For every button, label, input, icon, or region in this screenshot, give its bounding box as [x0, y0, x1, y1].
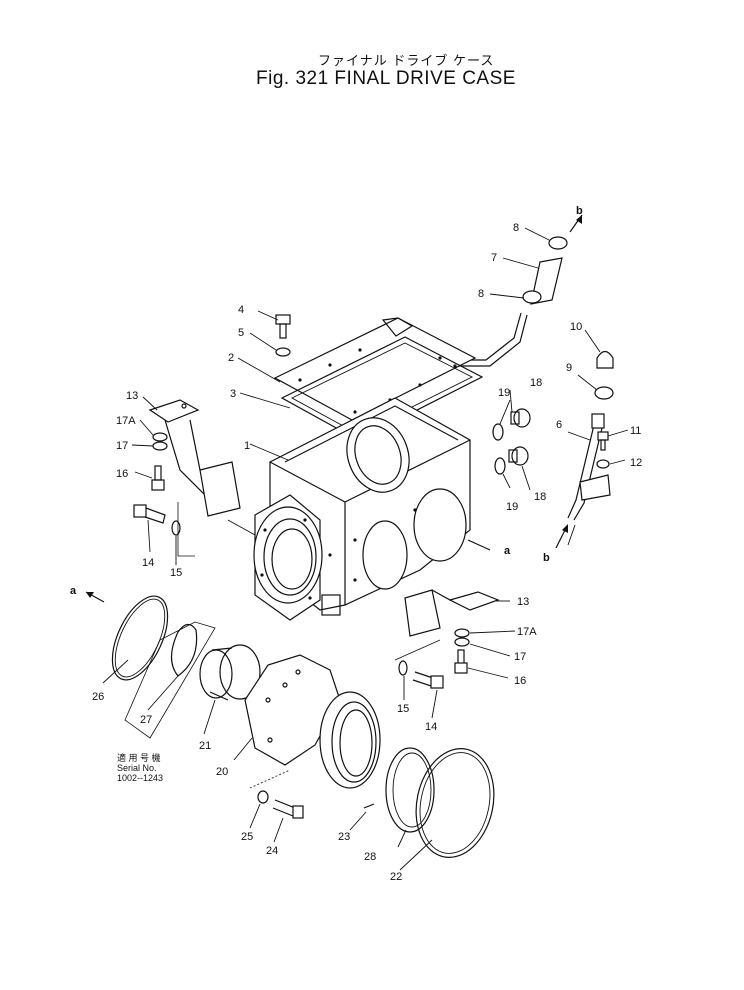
label-27: 27	[140, 714, 152, 726]
label-3: 3	[230, 388, 236, 400]
label-13-right: 13	[517, 596, 529, 608]
washer-17-left	[152, 441, 168, 451]
label-19-lower: 19	[506, 501, 518, 513]
label-26: 26	[92, 691, 104, 703]
label-11: 11	[630, 425, 641, 437]
label-18-upper: 18	[530, 377, 542, 389]
label-23: 23	[338, 831, 350, 843]
label-14-left: 14	[142, 557, 154, 569]
ref-label-a-left: a	[70, 585, 77, 597]
top-cover-2	[273, 317, 477, 421]
label-20: 20	[216, 766, 228, 778]
pipe-6	[567, 413, 611, 521]
bracket-13-right	[404, 589, 500, 637]
bushing-21	[199, 644, 261, 701]
case-right-bore	[413, 488, 467, 562]
washer-17A-left	[152, 432, 168, 442]
washer-5	[275, 347, 291, 357]
serial-note-jp: 適 用 号 機	[117, 752, 161, 763]
label-16-right: 16	[514, 675, 526, 687]
serial-note-range: 1002--1243	[117, 773, 163, 783]
bolt-16-left	[151, 465, 165, 491]
label-9: 9	[566, 362, 572, 374]
gasket-22	[415, 748, 495, 858]
final-drive-case-1	[253, 397, 471, 621]
label-18-lower: 18	[534, 491, 546, 503]
breather-10	[596, 350, 614, 369]
label-14-right: 14	[425, 721, 437, 733]
label-6: 6	[556, 419, 562, 431]
o-ring-26	[111, 595, 169, 681]
label-22: 22	[390, 871, 402, 883]
figure-title: Fig. 321 FINAL DRIVE CASE	[256, 68, 516, 89]
plug-18-upper	[510, 408, 531, 428]
part-labels: 1 2 3 4 5 6 7 8 8 9 10 11 12 13 13 14 14…	[70, 205, 642, 883]
washer-25	[257, 790, 269, 804]
label-8-lower: 8	[478, 288, 484, 300]
label-1: 1	[244, 440, 250, 452]
housing-20	[244, 654, 381, 789]
pin-23	[363, 803, 375, 809]
o-ring-19-upper	[492, 423, 504, 441]
washer-9	[594, 386, 614, 400]
leader-lines	[102, 227, 629, 871]
case-center-bore	[362, 520, 408, 590]
label-25: 25	[241, 831, 253, 843]
reference-arrows	[85, 214, 583, 603]
label-21: 21	[199, 740, 211, 752]
o-ring-19-lower	[494, 457, 506, 475]
bolt-4	[275, 314, 291, 339]
label-24: 24	[266, 845, 278, 857]
washer-15-right	[398, 660, 408, 676]
bolt-24	[272, 799, 304, 819]
ref-label-a-right: a	[504, 545, 511, 557]
label-28: 28	[364, 851, 376, 863]
label-16-left: 16	[116, 468, 128, 480]
gasket-3	[280, 336, 484, 441]
seal-28	[385, 747, 435, 833]
label-17-right: 17	[514, 651, 526, 663]
ref-label-b-bottom: b	[543, 552, 550, 564]
label-2: 2	[228, 352, 234, 364]
label-13-left: 13	[126, 390, 138, 402]
label-7: 7	[491, 252, 497, 264]
washer-17-right	[454, 637, 470, 647]
bracket-13-left	[148, 399, 241, 517]
label-15-right: 15	[397, 703, 409, 715]
washer-17A-right	[454, 628, 470, 638]
label-17-left: 17	[116, 440, 128, 452]
clamp-8-lower	[522, 290, 542, 304]
label-10: 10	[570, 321, 582, 333]
label-12: 12	[630, 457, 642, 469]
label-4: 4	[238, 304, 244, 316]
hose-7	[530, 257, 563, 305]
bolt-14-left	[133, 504, 166, 524]
case-top-bore	[346, 417, 410, 493]
label-19-upper: 19	[498, 387, 510, 399]
label-15-left: 15	[170, 567, 182, 579]
label-17A-left: 17A	[116, 415, 136, 427]
bolt-16-right	[454, 649, 468, 674]
bolt-14-right	[412, 671, 444, 689]
label-8-upper: 8	[513, 222, 519, 234]
clamp-8-upper	[548, 236, 568, 250]
plug-18-lower	[508, 446, 529, 466]
washer-12	[596, 459, 610, 469]
bolt-11	[597, 431, 609, 451]
washer-15-left	[171, 520, 181, 536]
ref-label-b-top: b	[576, 205, 583, 217]
snap-ring-27	[170, 623, 198, 677]
japanese-title: ファイナル ドライブ ケース	[318, 53, 495, 68]
label-5: 5	[238, 327, 244, 339]
serial-note-label: Serial No.	[117, 763, 157, 773]
label-17A-right: 17A	[517, 626, 537, 638]
serial-note: 適 用 号 機 Serial No. 1002--1243	[117, 752, 163, 783]
